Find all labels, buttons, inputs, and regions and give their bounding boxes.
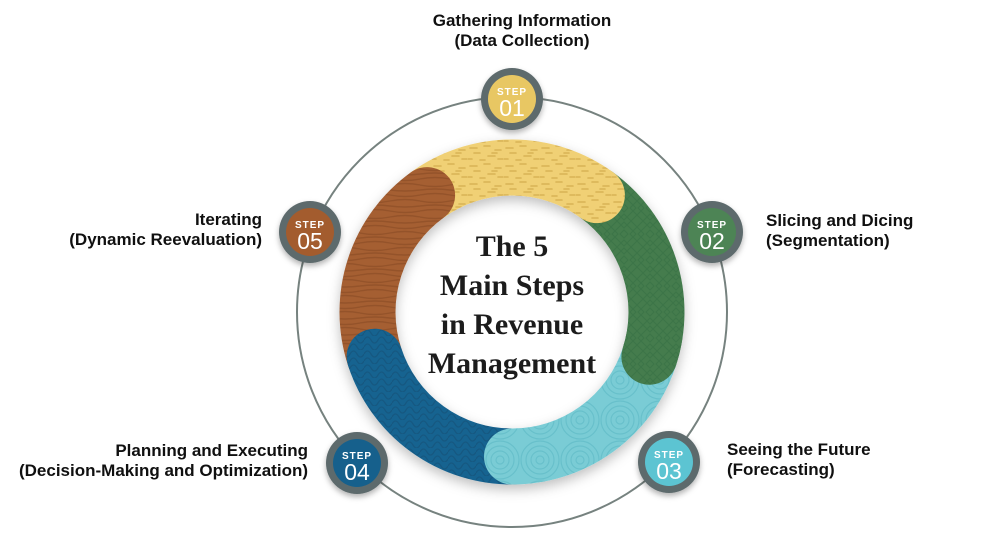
step-label-subtitle: (Decision-Making and Optimization) [18,460,308,480]
label-step-04: Planning and Executing (Decision-Making … [0,441,308,480]
title-line-2: Main Steps [439,269,585,302]
step-badges: STEP 01 STEP 02 STEP 03 STEP 04 [279,68,743,494]
badge-fill [688,208,736,256]
title-line-1: The 5 [475,230,549,263]
step-label-subtitle: (Segmentation) [766,230,890,250]
badge-fill [645,438,693,486]
badge-step-number: 04 [344,459,370,485]
diagram-title: The 5 Main Steps in Revenue Management [382,227,642,383]
badge-step-word: STEP [497,87,527,98]
badge-step-word: STEP [342,451,372,462]
segment-step-02-endcap [621,309,683,385]
title-line-3: in Revenue [440,308,584,341]
badge-step-number: 02 [699,228,725,254]
badge-step-word: STEP [697,220,727,231]
badge-step-number: 01 [499,95,525,121]
step-label-subtitle: (Data Collection) [454,30,590,50]
badge-step-number: 05 [297,228,323,254]
label-step-01: Gathering Information (Data Collection) [312,11,732,50]
step-label-subtitle: (Dynamic Reevaluation) [69,229,262,249]
label-step-05: Iterating (Dynamic Reevaluation) [0,210,262,249]
step-label-subtitle: (Forecasting) [727,459,835,479]
badge-step-number: 03 [656,458,682,484]
donut-ring [339,139,685,485]
badge-step-05: STEP 05 [279,201,341,263]
step-label-title: Iterating [194,210,262,229]
badge-fill [286,208,334,256]
badge-fill [333,439,381,487]
label-step-02: Slicing and Dicing (Segmentation) [766,211,996,250]
badge-step-04: STEP 04 [326,432,388,494]
badge-step-word: STEP [295,220,325,231]
badge-step-word: STEP [654,450,684,461]
step-label-title: Planning and Executing [115,441,308,460]
badge-step-03: STEP 03 [638,431,700,493]
badge-step-02: STEP 02 [681,201,743,263]
step-label-title: Slicing and Dicing [766,211,914,230]
title-line-4: Management [427,347,597,380]
badge-step-01: STEP 01 [481,68,543,130]
label-step-03: Seeing the Future (Forecasting) [727,440,957,479]
badge-fill [488,75,536,123]
step-label-title: Gathering Information [432,11,612,30]
step-label-title: Seeing the Future [727,440,871,459]
